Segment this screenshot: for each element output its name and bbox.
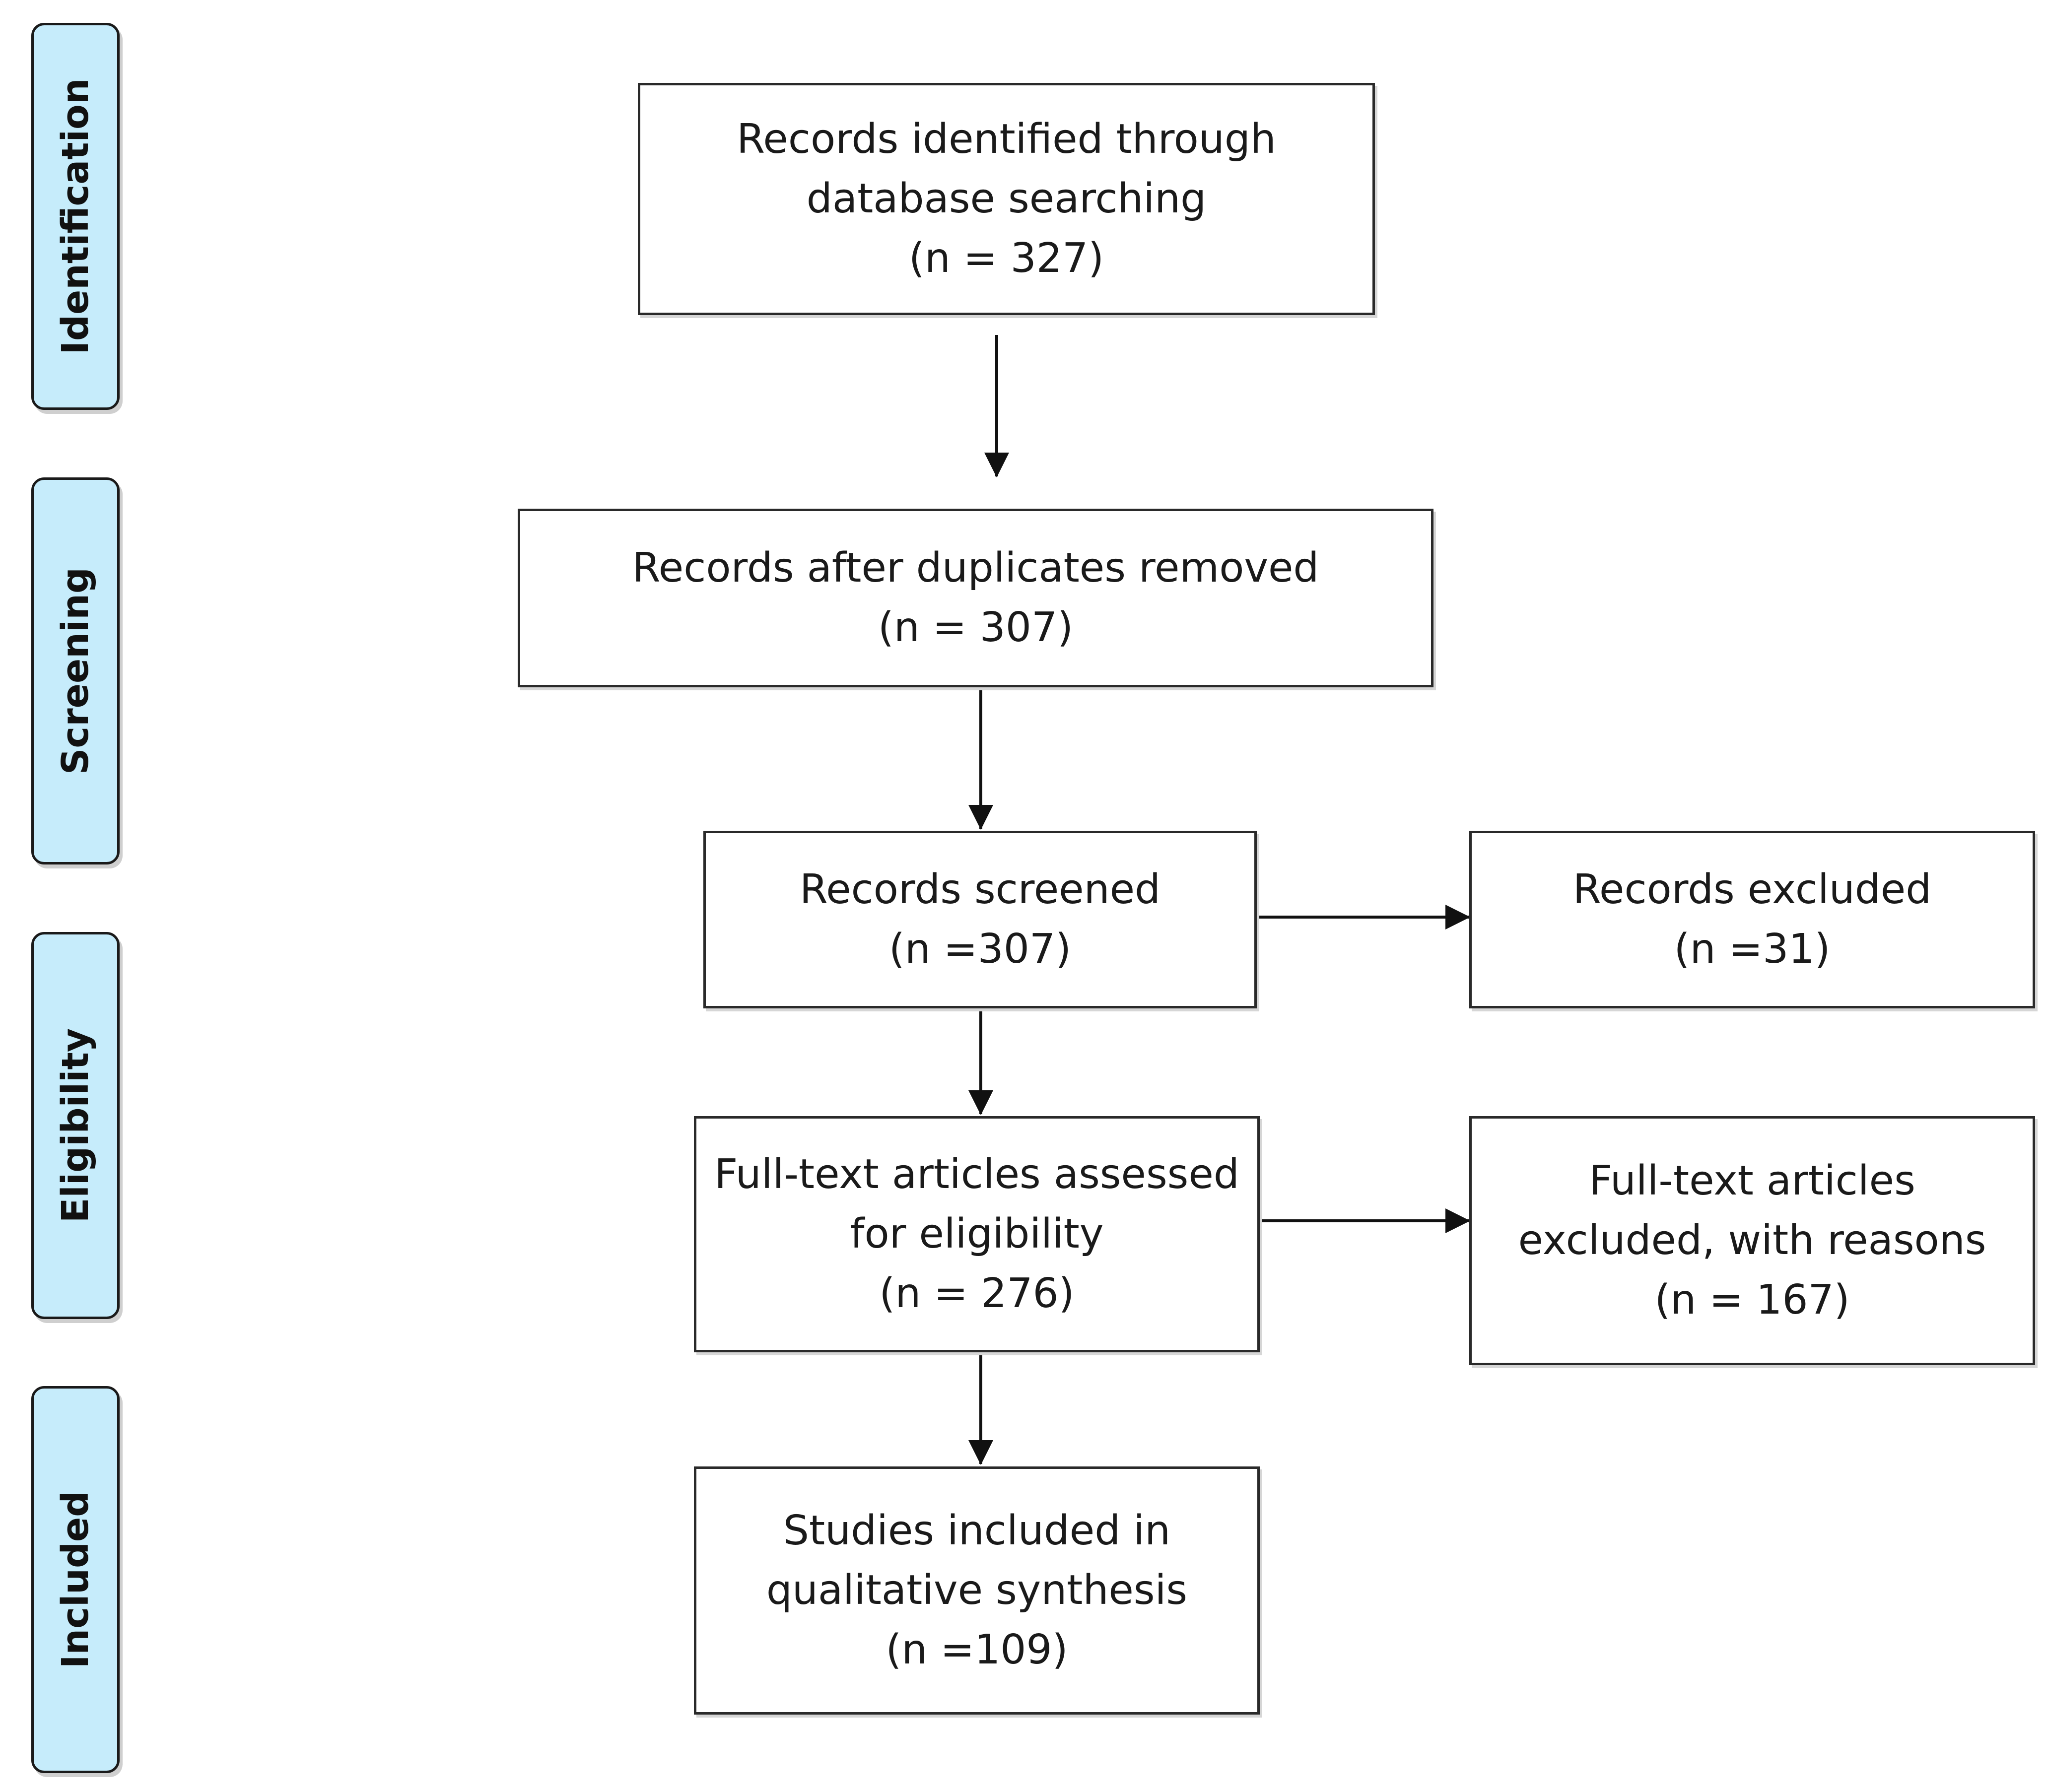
box-studies-included-line1: Studies included in xyxy=(783,1507,1171,1554)
phase-screening-label: Screening xyxy=(54,567,97,775)
box-fulltext-excluded-text: Full-text articles excluded, with reason… xyxy=(1518,1151,1986,1330)
box-fulltext-excluded-count: (n = 167) xyxy=(1654,1276,1850,1324)
phase-eligibility-label: Eligibility xyxy=(54,1028,97,1223)
arrowhead-fulltext-to-fulltext-excluded xyxy=(1445,1208,1470,1233)
box-after-duplicates: Records after duplicates removed (n = 30… xyxy=(518,509,1433,687)
box-records-excluded-count: (n =31) xyxy=(1674,926,1831,973)
box-fulltext-assessed-count: (n = 276) xyxy=(879,1270,1075,1317)
phase-identification-label: Identification xyxy=(54,78,97,355)
box-fulltext-assessed: Full-text articles assessed for eligibil… xyxy=(694,1116,1260,1352)
box-records-excluded-text: Records excluded (n =31) xyxy=(1573,860,1932,979)
arrowhead-identified-to-duplicates xyxy=(984,453,1009,477)
box-after-duplicates-line1: Records after duplicates removed xyxy=(632,544,1319,592)
box-fulltext-assessed-line2: for eligibility xyxy=(850,1210,1104,1258)
box-records-identified-line2: database searching xyxy=(806,175,1207,222)
box-after-duplicates-count: (n = 307) xyxy=(878,604,1074,651)
box-records-identified-text: Records identified through database sear… xyxy=(737,110,1276,288)
box-records-identified-line1: Records identified through xyxy=(737,116,1276,163)
phase-eligibility: Eligibility xyxy=(31,932,120,1319)
box-records-identified: Records identified through database sear… xyxy=(638,83,1375,315)
box-records-excluded-line1: Records excluded xyxy=(1572,866,1932,913)
box-studies-included-text: Studies included in qualitative synthesi… xyxy=(766,1501,1187,1680)
box-studies-included-line2: qualitative synthesis xyxy=(766,1567,1188,1614)
arrowhead-fulltext-to-included xyxy=(968,1440,993,1465)
box-records-screened-line1: Records screened xyxy=(799,866,1161,913)
box-studies-included: Studies included in qualitative synthesi… xyxy=(694,1466,1260,1715)
box-fulltext-excluded-line1: Full-text articles xyxy=(1589,1157,1915,1204)
arrowhead-screened-to-excluded xyxy=(1445,905,1470,929)
box-records-screened-count: (n =307) xyxy=(888,926,1072,973)
arrowhead-duplicates-to-screened xyxy=(968,805,993,830)
box-studies-included-count: (n =109) xyxy=(886,1626,1068,1673)
phase-included-label: Included xyxy=(54,1490,97,1669)
arrowhead-screened-to-fulltext xyxy=(968,1090,993,1115)
box-records-screened: Records screened (n =307) xyxy=(703,831,1257,1008)
box-fulltext-excluded: Full-text articles excluded, with reason… xyxy=(1469,1116,2035,1365)
box-records-excluded: Records excluded (n =31) xyxy=(1469,831,2035,1008)
phase-included: Included xyxy=(31,1386,120,1773)
box-records-identified-count: (n = 327) xyxy=(908,235,1104,282)
box-fulltext-excluded-line2: excluded, with reasons xyxy=(1518,1217,1986,1264)
box-fulltext-assessed-text: Full-text articles assessed for eligibil… xyxy=(714,1145,1239,1324)
box-records-screened-text: Records screened (n =307) xyxy=(800,860,1160,979)
box-fulltext-assessed-line1: Full-text articles assessed xyxy=(714,1151,1239,1198)
box-after-duplicates-text: Records after duplicates removed (n = 30… xyxy=(632,538,1319,658)
phase-screening: Screening xyxy=(31,477,120,864)
phase-identification: Identification xyxy=(31,23,120,410)
